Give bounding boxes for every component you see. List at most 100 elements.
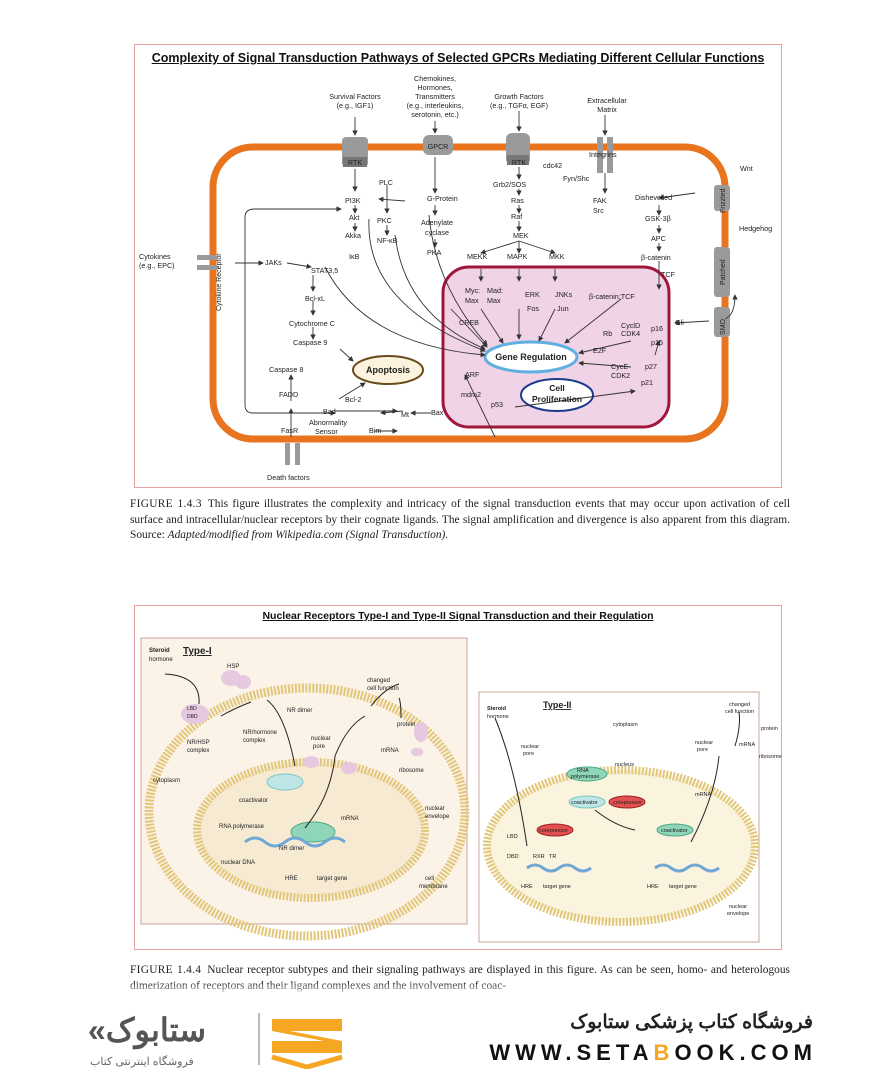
svg-text:envelope: envelope: [425, 814, 450, 820]
svg-text:envelope: envelope: [727, 911, 749, 917]
svg-text:DBD: DBD: [187, 714, 198, 720]
setabook-logo-text: «ستابوک: [88, 1012, 207, 1048]
svg-text:MEK: MEK: [513, 231, 529, 240]
svg-text:changed: changed: [729, 702, 750, 708]
svg-text:NR dimer: NR dimer: [279, 846, 304, 852]
svg-text:FasR: FasR: [281, 426, 298, 435]
figure-nuclear-receptors: Nuclear Receptors Type-I and Type-II Sig…: [134, 605, 782, 950]
pathway-arrows: [235, 111, 710, 438]
svg-text:MEKK: MEKK: [467, 252, 488, 261]
receptors: [197, 133, 730, 465]
shop-name: فروشگاه کتاب پزشکی ستابوک: [570, 1012, 813, 1033]
svg-text:complex: complex: [243, 738, 265, 744]
svg-text:Steroid: Steroid: [149, 648, 170, 654]
svg-text:RNA: RNA: [577, 768, 589, 774]
figure1-caption-source: Adapted/modified from Wikipedia.com (Sig…: [167, 529, 449, 542]
svg-text:ERK: ERK: [525, 290, 540, 299]
svg-text:NR dimer: NR dimer: [287, 708, 312, 714]
svg-text:mRNA: mRNA: [341, 816, 359, 822]
svg-text:PI3K: PI3K: [345, 196, 361, 205]
svg-text:target gene: target gene: [543, 884, 571, 890]
svg-text:mdm2: mdm2: [461, 390, 481, 399]
svg-text:coactivator: coactivator: [239, 798, 268, 804]
svg-text:RXR: RXR: [533, 854, 545, 860]
svg-text:TR: TR: [549, 854, 556, 860]
svg-text:corepressor: corepressor: [613, 800, 642, 806]
svg-text:p27: p27: [645, 362, 657, 371]
svg-text:membrane: membrane: [419, 884, 448, 890]
svg-text:APC: APC: [651, 234, 666, 243]
svg-text:E2F: E2F: [593, 346, 607, 355]
type2-rnapol-shape: [566, 766, 608, 782]
svg-text:hormone: hormone: [149, 657, 173, 663]
svg-text:Extracellular: Extracellular: [587, 96, 627, 105]
svg-text:β-catenin: β-catenin: [641, 253, 671, 262]
svg-text:Frizzled: Frizzled: [720, 188, 727, 213]
svg-text:complex: complex: [187, 748, 209, 754]
svg-text:serotonin, etc.): serotonin, etc.): [411, 110, 459, 119]
svg-text:p16: p16: [651, 324, 663, 333]
svg-text:MAPK: MAPK: [507, 252, 528, 261]
svg-text:Rb: Rb: [603, 329, 612, 338]
svg-text:Max: Max: [487, 296, 501, 305]
type1-dna: [244, 836, 346, 848]
svg-text:changed: changed: [367, 678, 390, 684]
svg-text:STAT3,5: STAT3,5: [311, 266, 338, 275]
svg-text:mRNA: mRNA: [739, 742, 756, 748]
svg-text:cdc42: cdc42: [543, 161, 562, 170]
svg-text:CDK2: CDK2: [611, 371, 630, 380]
svg-text:Gene Regulation: Gene Regulation: [495, 352, 567, 362]
type1-complexes: [181, 670, 428, 774]
svg-text:Patched: Patched: [720, 259, 727, 285]
svg-text:Fyn/Shc: Fyn/Shc: [563, 174, 590, 183]
svg-text:Steroid: Steroid: [487, 706, 506, 712]
svg-text:ribosome: ribosome: [759, 754, 782, 760]
svg-text:p53: p53: [491, 400, 503, 409]
svg-text:LBD: LBD: [507, 834, 518, 840]
svg-text:Grb2/SOS: Grb2/SOS: [493, 180, 526, 189]
svg-text:RNA polymerase: RNA polymerase: [219, 824, 265, 830]
svg-text:Adenylate: Adenylate: [421, 218, 453, 227]
svg-text:FADD: FADD: [279, 390, 298, 399]
type1-cell-membrane: [144, 683, 470, 941]
svg-text:HSP: HSP: [227, 664, 239, 670]
shop-url[interactable]: WWW.SETABOOK.COM: [489, 1040, 817, 1065]
svg-text:FAK: FAK: [593, 196, 607, 205]
svg-text:cyclase: cyclase: [425, 228, 449, 237]
svg-text:Transmitters: Transmitters: [415, 92, 455, 101]
logo-divider: [258, 1013, 260, 1065]
svg-text:p15: p15: [651, 338, 663, 347]
svg-text:NR/HSP: NR/HSP: [187, 740, 210, 746]
svg-text:Matrix: Matrix: [597, 105, 617, 114]
svg-text:Fos: Fos: [527, 304, 539, 313]
type2-heading: Type-II: [543, 700, 571, 710]
signal-diagram: Survival Factors (e.g., IGF1) Chemokines…: [139, 74, 772, 482]
svg-text:nuclear: nuclear: [311, 736, 331, 742]
svg-text:Max: Max: [465, 296, 479, 305]
svg-text:target gene: target gene: [317, 876, 348, 882]
svg-text:Bim: Bim: [369, 426, 381, 435]
svg-text:protein: protein: [397, 722, 415, 728]
svg-text:Growth Factors: Growth Factors: [494, 92, 544, 101]
svg-text:hormone: hormone: [487, 714, 509, 720]
svg-text:JAKs: JAKs: [265, 258, 282, 267]
svg-text:protein: protein: [761, 726, 778, 732]
svg-text:nucleus: nucleus: [615, 762, 634, 768]
type2-corepressor-shape: [608, 795, 646, 809]
svg-text:β-catenin:TCF: β-catenin:TCF: [589, 292, 635, 301]
svg-text:CycE: CycE: [611, 362, 628, 371]
svg-text:Ras: Ras: [511, 196, 524, 205]
nuclear-receptor-diagram: Steroid hormone Type-I HSP LBD DBD NR/HS…: [140, 637, 782, 943]
svg-text:NR/hormone: NR/hormone: [243, 730, 278, 736]
svg-text:Gli: Gli: [675, 318, 684, 327]
svg-text:Bax: Bax: [431, 408, 444, 417]
svg-text:pore: pore: [523, 751, 534, 757]
svg-text:TCF: TCF: [661, 270, 676, 279]
svg-text:coactivator: coactivator: [571, 800, 598, 806]
svg-text:GSK-3β: GSK-3β: [645, 214, 671, 223]
setabook-logo-subtitle: فروشگاه اینترنتی کتاب: [90, 1056, 194, 1068]
svg-text:Mt: Mt: [401, 410, 409, 419]
svg-text:Caspase 9: Caspase 9: [293, 338, 327, 347]
svg-text:Cytokine Receptor: Cytokine Receptor: [216, 253, 223, 311]
figure2-title: Nuclear Receptors Type-I and Type-II Sig…: [262, 610, 654, 622]
